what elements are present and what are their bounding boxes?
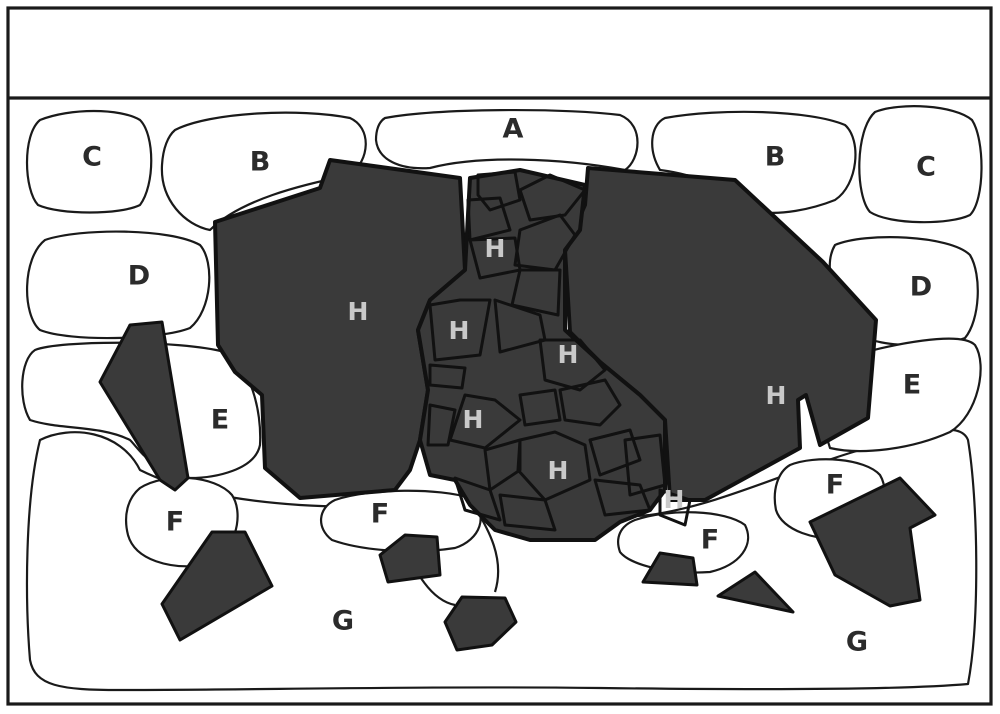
label-h-right-large: H (766, 381, 787, 410)
center-piece-edges (426, 170, 692, 532)
label-a: A (503, 114, 524, 145)
label-h-center-3: H (463, 405, 484, 434)
region-h-right-large (563, 166, 878, 502)
piece-center-bottom (443, 595, 518, 652)
piece-f-left-block (160, 530, 274, 642)
label-h-center-2: H (558, 340, 579, 369)
label-c-right: C (916, 152, 936, 183)
piece-center-left-small (378, 533, 442, 584)
label-g-right: G (846, 627, 868, 658)
region-c-left (25, 109, 153, 214)
label-g-left: G (332, 606, 354, 637)
label-b-left: B (250, 147, 271, 178)
region-f-center-right (617, 511, 750, 574)
label-c-left: C (82, 142, 102, 173)
region-a (374, 108, 639, 172)
region-d-left (25, 230, 211, 340)
region-c-right (858, 105, 983, 224)
label-d-left: D (128, 261, 150, 292)
region-b-right (651, 110, 857, 214)
label-h-center-top: H (485, 234, 506, 263)
region-g (25, 428, 978, 692)
label-f-left: F (166, 507, 184, 538)
piece-right-block (808, 476, 937, 608)
label-e-right: E (903, 370, 921, 401)
region-f-center-left (320, 489, 482, 553)
label-h-center-5: H (664, 485, 685, 514)
label-f-center-right: F (701, 525, 719, 556)
region-b-left (160, 111, 367, 232)
label-h-center-1: H (449, 316, 470, 345)
label-f-center-left: F (371, 499, 389, 530)
piece-left-sliver (98, 320, 190, 492)
piece-triangle (716, 570, 795, 614)
piece-center-right-small (641, 551, 699, 587)
label-h-left-large: H (348, 297, 369, 326)
label-d-right: D (910, 272, 932, 303)
label-b-right: B (765, 142, 786, 173)
label-h-center-4: H (548, 456, 569, 485)
label-e-left: E (211, 405, 229, 436)
label-f-right: F (826, 470, 844, 501)
